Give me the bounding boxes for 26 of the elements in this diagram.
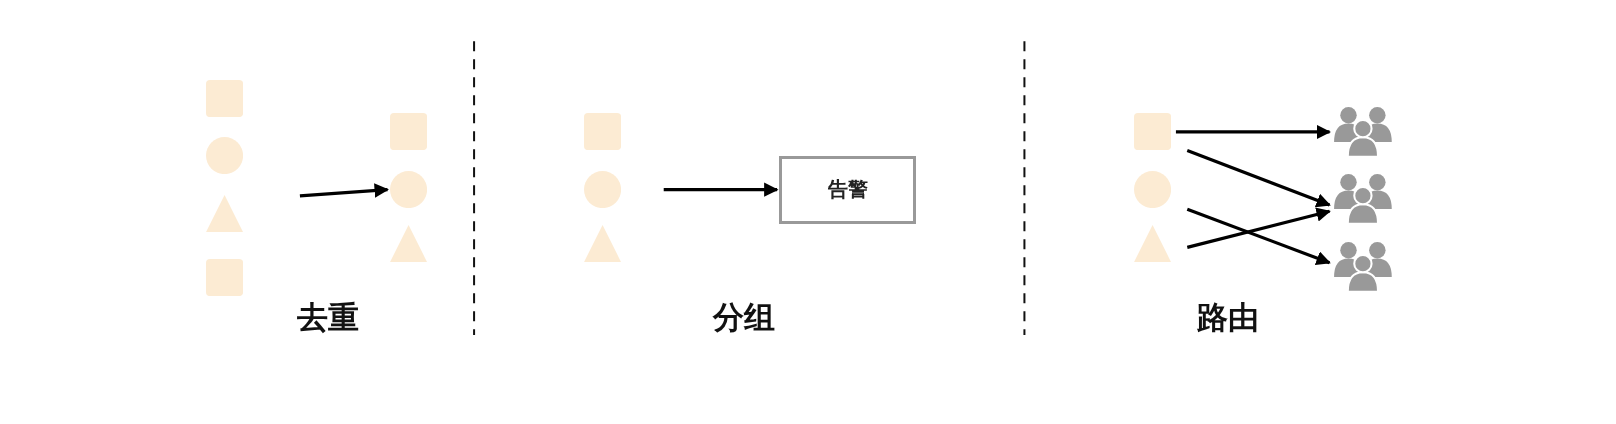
- circle-shape: [389, 171, 427, 209]
- square-shape: [1133, 113, 1171, 151]
- arrow: [299, 183, 389, 198]
- arrow: [1186, 207, 1331, 265]
- people-icon: [1331, 173, 1394, 225]
- arrow: [663, 182, 779, 197]
- triangle-shape: [584, 224, 622, 262]
- alert-box: 告警: [779, 155, 917, 224]
- section-heading: 去重: [296, 297, 359, 337]
- arrow: [1186, 148, 1331, 208]
- circle-shape: [584, 171, 622, 209]
- square-shape: [206, 258, 244, 296]
- circle-shape: [206, 137, 244, 175]
- section-heading: 分组: [713, 297, 776, 337]
- triangle-shape: [1133, 224, 1171, 262]
- square-shape: [206, 80, 244, 118]
- arrow: [1186, 207, 1331, 249]
- square-shape: [389, 113, 427, 151]
- triangle-shape: [206, 194, 244, 232]
- triangle-shape: [389, 224, 427, 262]
- square-shape: [584, 113, 622, 151]
- people-icon: [1331, 241, 1394, 293]
- arrow: [1175, 124, 1331, 140]
- section-heading: 路由: [1197, 297, 1260, 337]
- people-icon: [1331, 106, 1394, 158]
- circle-shape: [1133, 171, 1171, 209]
